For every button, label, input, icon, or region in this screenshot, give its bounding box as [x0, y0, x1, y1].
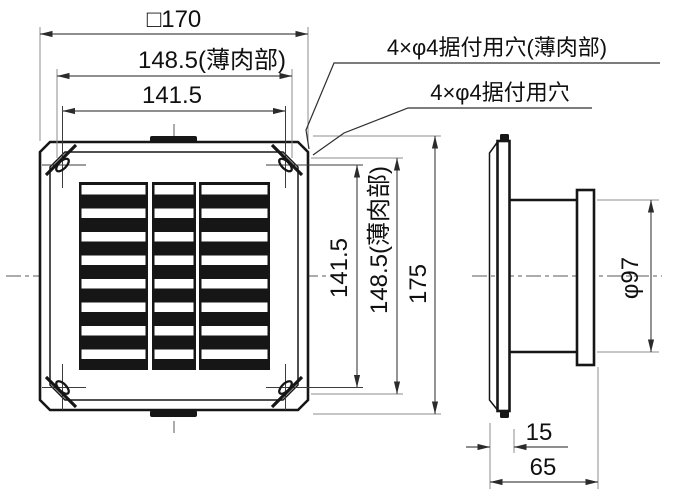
side-flange-panel: [496, 139, 511, 413]
duct-end-collar: [575, 188, 596, 367]
front-bottom-tab: [150, 410, 197, 417]
front-view: [6, 106, 363, 433]
dim-height-overall: 175: [405, 264, 432, 304]
front-inner-frame: [49, 151, 299, 401]
mount-hole-bottom-left: [55, 380, 70, 395]
mount-hole-top-left: [55, 157, 70, 173]
label-mounting-holes: 4×φ4据付用穴: [430, 80, 570, 105]
front-top-tab: [150, 136, 197, 143]
mount-hole-top-right: [278, 157, 293, 173]
dim-overall-depth: 65: [530, 454, 557, 481]
dim-width-thin-wall: 148.5(薄肉部): [138, 47, 286, 74]
front-dimensions: □170 148.5(薄肉部) 141.5 141.5 148.5(薄肉部) 1…: [39, 6, 660, 415]
label-mounting-holes-thin-wall: 4×φ4据付用穴(薄肉部): [387, 35, 607, 60]
side-dimensions: φ97 15 65: [466, 199, 659, 489]
dim-duct-diameter: φ97: [617, 257, 644, 299]
dim-height-hole-pitch: 141.5: [326, 238, 353, 298]
side-top-tab: [500, 134, 509, 141]
dim-flange-depth: 15: [526, 419, 553, 446]
mount-hole-bottom-right: [278, 380, 293, 395]
dim-width-hole-pitch: 141.5: [142, 82, 202, 109]
side-view: [472, 134, 662, 418]
mounting-holes: [42, 106, 363, 410]
side-flange-front-face: [488, 141, 499, 411]
dim-height-thin-wall: 148.5(薄肉部): [366, 166, 393, 314]
dim-width-overall: □170: [147, 6, 202, 33]
side-bottom-tab: [500, 411, 509, 418]
louver-grille: [79, 182, 270, 370]
